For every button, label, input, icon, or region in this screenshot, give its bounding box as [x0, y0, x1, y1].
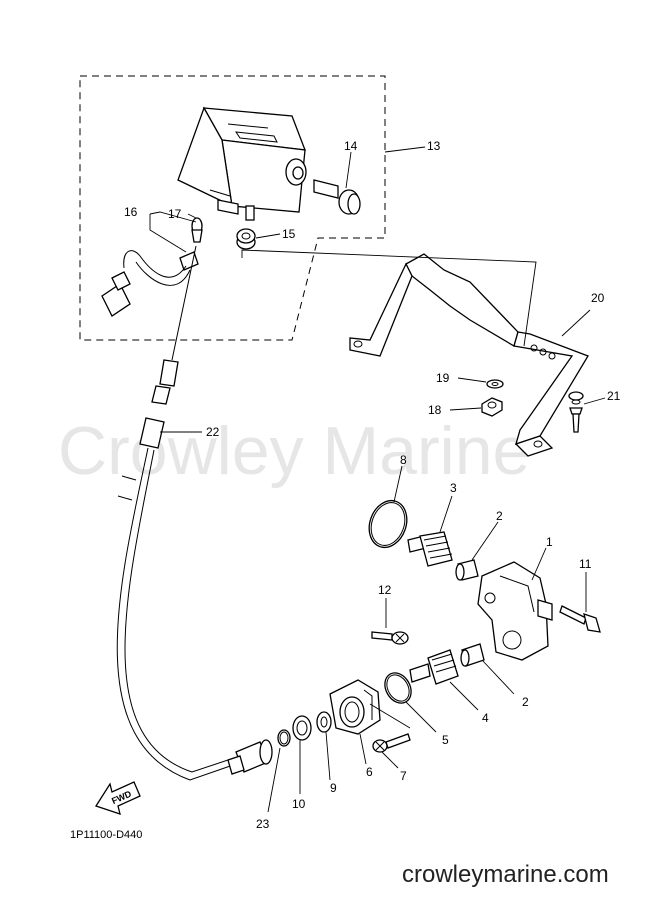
leader-8 — [393, 465, 403, 503]
speedometer-cable[interactable] — [116, 245, 237, 781]
callout-14: 14 — [344, 139, 358, 153]
leader-18 — [449, 407, 482, 411]
callout-2-upper: 2 — [496, 509, 503, 523]
callout-labels: 1 2 2 3 4 5 6 7 8 9 10 11 12 13 14 15 16… — [124, 139, 621, 831]
leader-15 — [255, 233, 281, 239]
driven-gear[interactable] — [409, 649, 459, 685]
callout-3: 3 — [450, 481, 457, 495]
leader-20 — [561, 309, 591, 337]
watermark-text: Crowley Marine — [58, 413, 530, 489]
oil-seal[interactable] — [292, 715, 312, 741]
callout-6: 6 — [366, 765, 373, 779]
callout-7: 7 — [400, 769, 407, 783]
grommet[interactable] — [236, 228, 256, 250]
leader-14 — [345, 151, 352, 189]
leader-19 — [457, 377, 487, 383]
cover-screw[interactable] — [371, 631, 409, 645]
callout-21: 21 — [607, 389, 621, 403]
leader-4 — [449, 681, 479, 711]
housing-bolt[interactable] — [559, 605, 601, 633]
callout-11: 11 — [579, 557, 592, 571]
callout-1: 1 — [546, 535, 553, 549]
leader-3 — [439, 495, 453, 533]
callout-17: 17 — [168, 207, 182, 221]
callout-9: 9 — [330, 781, 337, 795]
bracket-nut[interactable] — [481, 397, 503, 417]
leader-9 — [325, 731, 331, 781]
leader-6 — [359, 733, 367, 765]
leader-16 — [149, 211, 197, 253]
leader-21 — [583, 397, 606, 405]
bulb-socket-harness[interactable] — [101, 250, 199, 317]
meter-bracket[interactable] — [349, 253, 589, 457]
bracket-rivet[interactable] — [568, 391, 584, 433]
callout-19: 19 — [436, 371, 450, 385]
o-ring-medium[interactable] — [380, 668, 417, 708]
callout-15: 15 — [282, 227, 296, 241]
leader-5 — [405, 701, 437, 733]
cable-end-fitting[interactable] — [227, 739, 273, 775]
meter-unit[interactable] — [177, 106, 307, 221]
meter-group-outline — [79, 75, 386, 341]
leader-13 — [384, 146, 426, 153]
callout-10: 10 — [292, 797, 306, 811]
callout-4: 4 — [482, 711, 489, 725]
website-text: crowleymarine.com — [402, 861, 609, 888]
drive-gear[interactable] — [407, 531, 453, 567]
callout-18: 18 — [428, 403, 442, 417]
callout-2-lower: 2 — [522, 695, 529, 709]
callout-23: 23 — [256, 817, 270, 831]
o-ring-large[interactable] — [363, 495, 413, 552]
gear-cover[interactable] — [329, 679, 381, 735]
leader-2a — [471, 521, 499, 561]
callout-8: 8 — [400, 453, 407, 467]
bushing-upper[interactable] — [455, 559, 479, 581]
bushing-lower[interactable] — [460, 643, 485, 667]
fwd-arrow-icon: FWD — [95, 781, 141, 815]
callout-12: 12 — [378, 583, 392, 597]
thrust-washer[interactable] — [316, 711, 332, 733]
callout-5: 5 — [442, 733, 449, 747]
diagram-code: 1P11100-D440 — [70, 829, 142, 841]
gear-housing[interactable] — [477, 561, 553, 661]
bracket-washer[interactable] — [486, 379, 504, 389]
callout-13: 13 — [427, 139, 441, 153]
leader-23 — [267, 747, 281, 813]
callout-16: 16 — [124, 205, 138, 219]
meter-knob[interactable] — [313, 179, 361, 215]
leader-bracket-link — [241, 249, 537, 347]
leader-1 — [531, 547, 547, 581]
o-ring-small[interactable] — [277, 729, 291, 747]
callout-22: 22 — [206, 425, 220, 439]
leader-7 — [381, 751, 399, 769]
leader-cover-screw — [369, 703, 411, 729]
leader-2b — [481, 659, 515, 695]
leader-17 — [187, 213, 197, 219]
tapping-screw[interactable] — [372, 733, 411, 753]
callout-20: 20 — [591, 291, 605, 305]
